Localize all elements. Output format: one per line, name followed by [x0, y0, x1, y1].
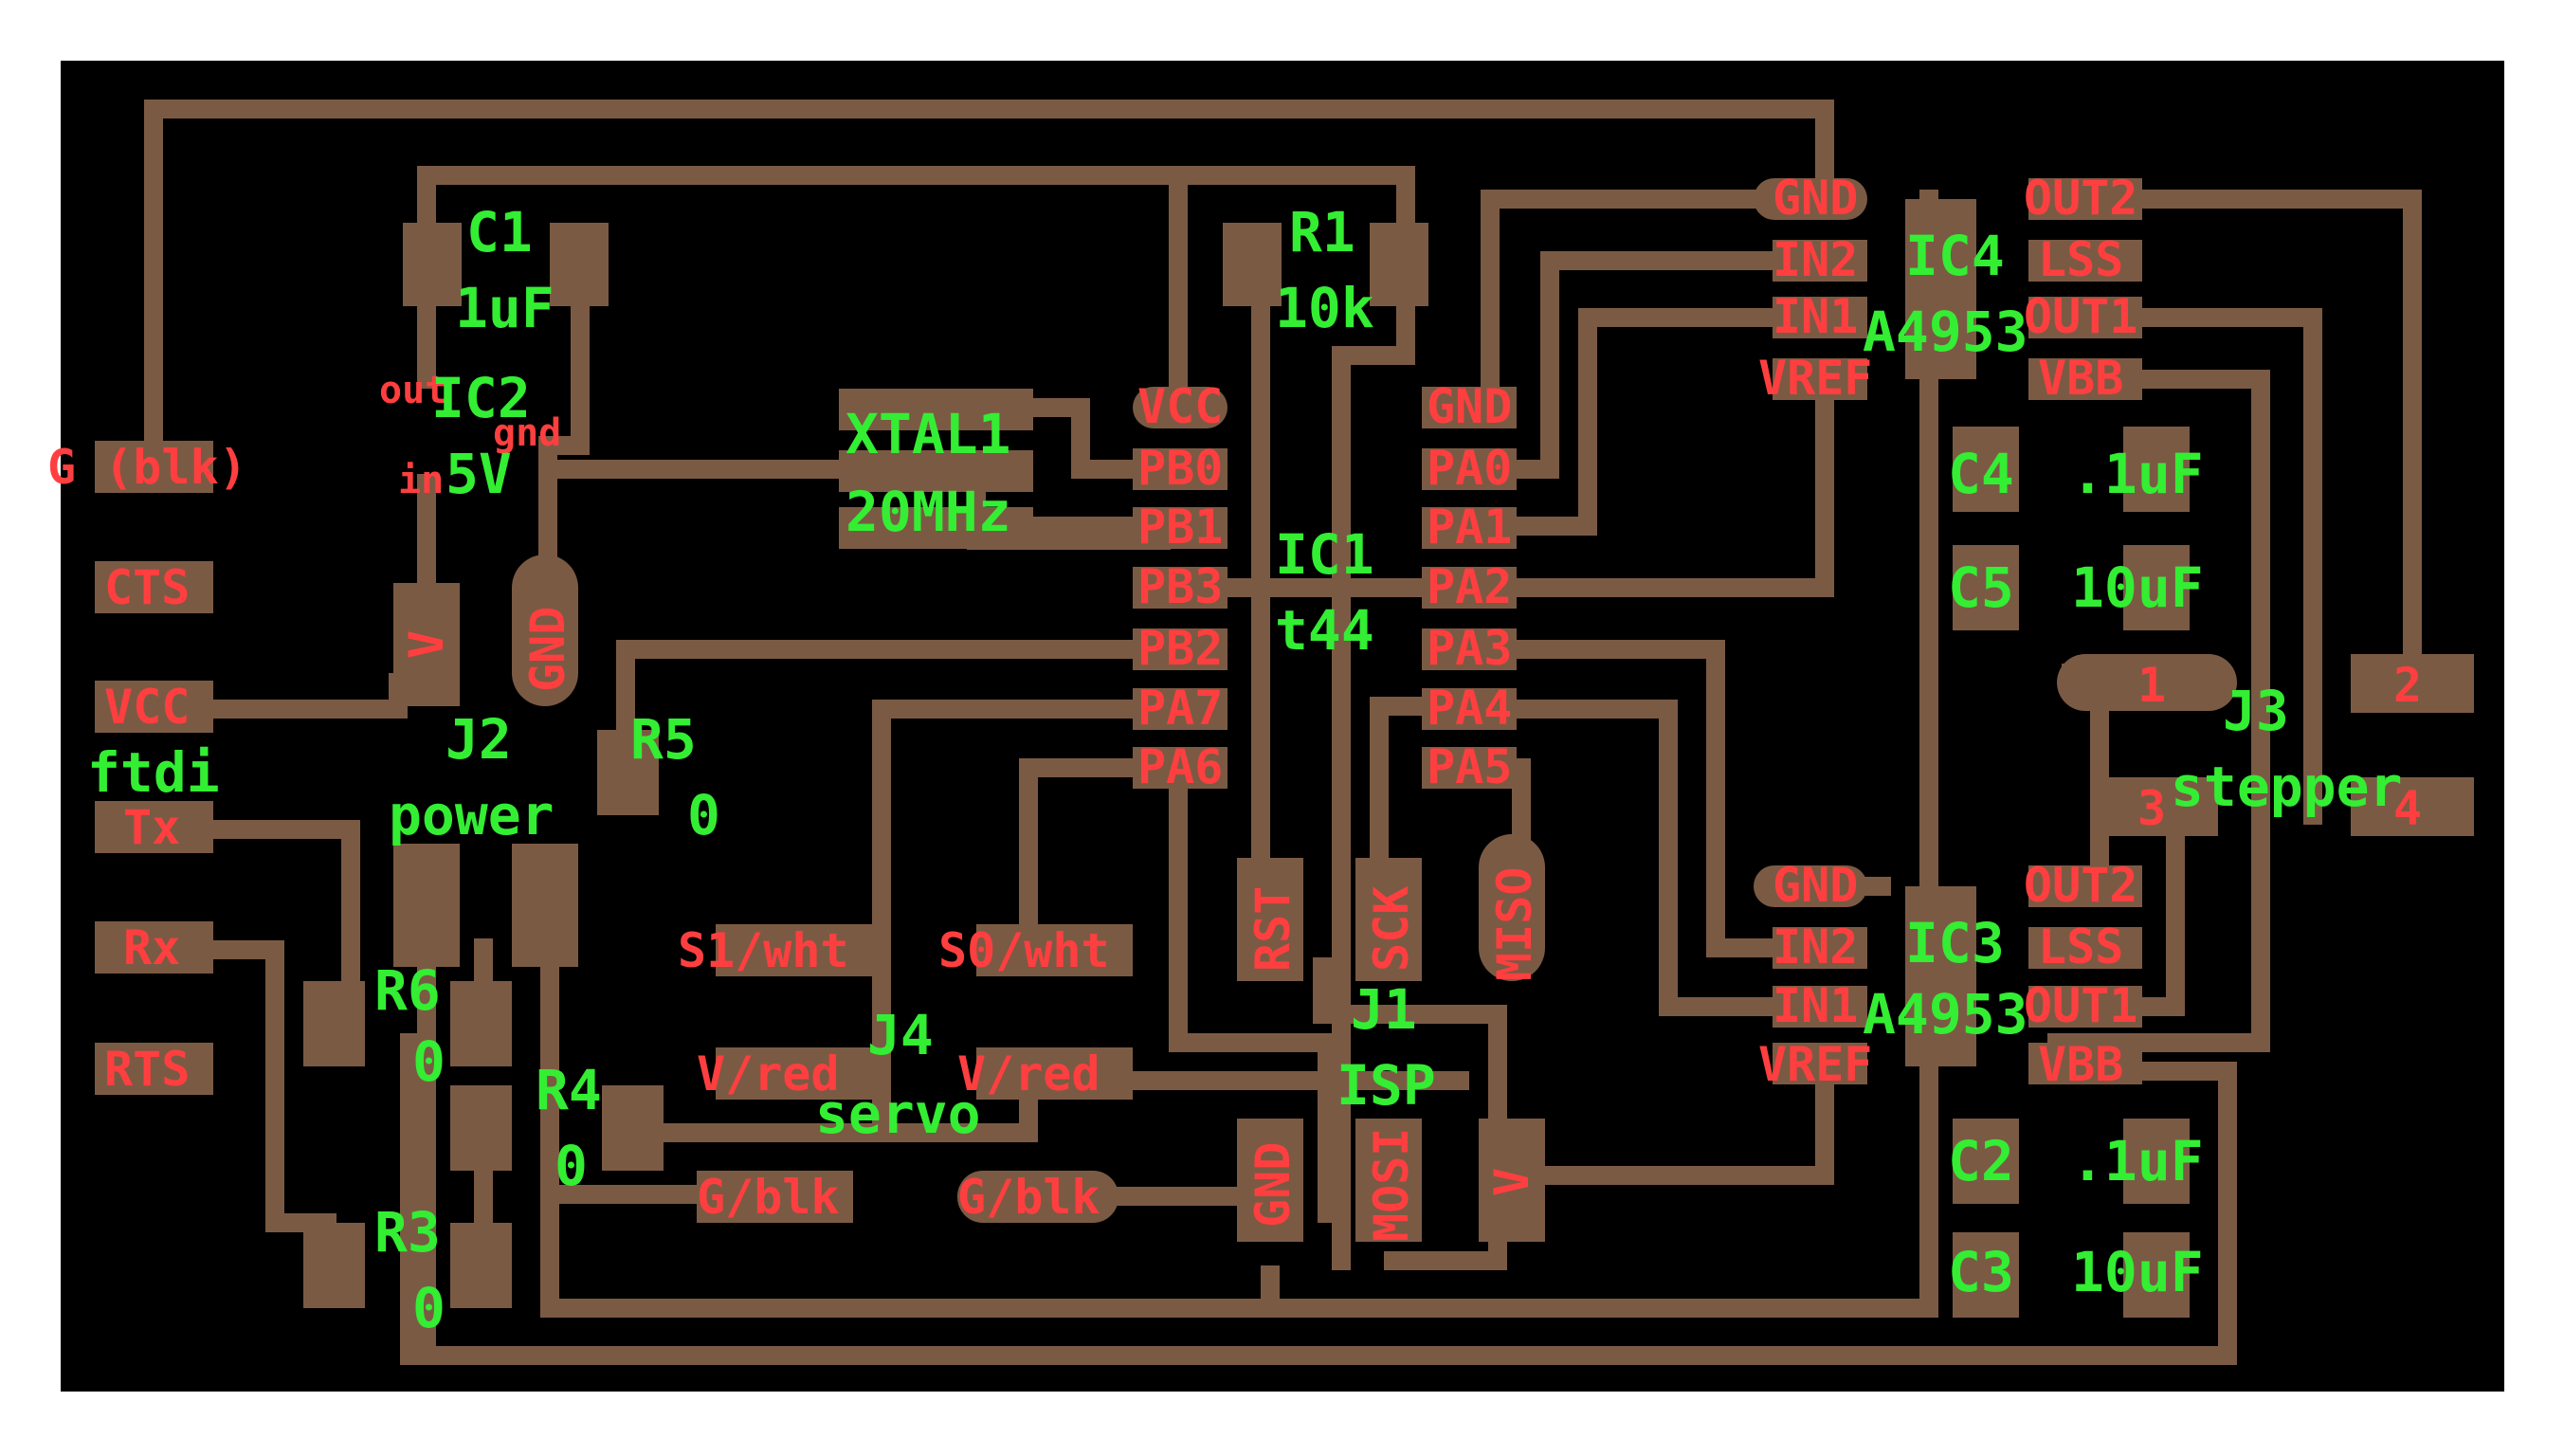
- j2-ref: J2: [446, 707, 512, 772]
- ic1-ref: IC1: [1275, 522, 1374, 587]
- copper-traces: [144, 100, 2422, 1365]
- j1-pin-gnd: GND: [1246, 1142, 1300, 1228]
- ic1-pin-vcc: VCC: [1137, 379, 1223, 434]
- ftdi-label: ftdi: [87, 740, 220, 805]
- j4-value: servo: [815, 1082, 981, 1146]
- r5-value: 0: [687, 783, 720, 847]
- ic2-pin-out: out: [379, 369, 447, 412]
- ic1-pin-pa0: PA0: [1427, 441, 1512, 496]
- ic1-pin-pb0: PB0: [1137, 441, 1223, 496]
- j1-pin-v: V: [1484, 1168, 1539, 1196]
- ic3-pin-in1: IN1: [1773, 978, 1858, 1033]
- j2-pin-gnd: GND: [520, 607, 575, 692]
- r6-value: 0: [412, 1029, 446, 1094]
- j4-pin-s1: S1/wht: [678, 923, 849, 978]
- j4-pin-g-blk-1: G/blk: [697, 1170, 840, 1225]
- j1-pin-sck: SCK: [1364, 886, 1419, 972]
- xtal1-value: 20MHz: [846, 480, 1011, 544]
- ic1-pin-pb3: PB3: [1137, 559, 1223, 614]
- c2-ref: C2: [1948, 1129, 2014, 1193]
- j3-value: stepper: [2171, 755, 2402, 819]
- ftdi-pin-tx: Tx: [123, 800, 180, 855]
- j4-ref: J4: [867, 1003, 934, 1067]
- ic4-pin-in2: IN2: [1773, 232, 1858, 287]
- ic4-pin-lss: LSS: [2038, 232, 2123, 287]
- ic2-value: 5V: [446, 442, 512, 506]
- j3-pin-2: 2: [2393, 658, 2422, 713]
- ic4-pin-out2: OUT2: [2024, 171, 2137, 226]
- ic1-pin-pa5: PA5: [1427, 739, 1512, 794]
- j1-pin-mosi: MOSI: [1364, 1128, 1419, 1242]
- r3-value: 0: [412, 1276, 446, 1340]
- j4-pin-v-red-1: V/red: [697, 1046, 840, 1101]
- c1-value: 1uF: [455, 276, 555, 340]
- ic4-pin-vbb: VBB: [2038, 351, 2123, 406]
- c3-ref: C3: [1948, 1240, 2014, 1304]
- ic3-pin-gnd: GND: [1773, 858, 1858, 913]
- j3-ref: J3: [2223, 679, 2289, 743]
- ic1-value: t44: [1275, 598, 1374, 663]
- c3-value: 10uF: [2071, 1240, 2204, 1304]
- j4-pin-v-red-2: V/red: [957, 1046, 1100, 1101]
- ic3-pin-vbb: VBB: [2038, 1037, 2123, 1092]
- ftdi-pin-rts: RTS: [104, 1042, 190, 1097]
- ic4-pin-vref: VREF: [1758, 351, 1872, 406]
- ic2-ref: IC2: [431, 366, 531, 430]
- ic2-pin-gnd: gnd: [493, 411, 561, 455]
- ic3-value: A4953: [1863, 982, 2028, 1046]
- ic3-pin-lss: LSS: [2038, 919, 2123, 974]
- ftdi-pin-g: G (blk): [47, 440, 247, 495]
- ic4-ref: IC4: [1905, 224, 2005, 288]
- j4-pin-g-blk-2: G/blk: [957, 1170, 1100, 1225]
- r5-ref: R5: [630, 707, 697, 772]
- r3-ref: R3: [374, 1200, 441, 1265]
- ftdi-pin-rx: Rx: [123, 920, 180, 975]
- r1-value: 10k: [1275, 276, 1374, 340]
- ic3-pin-out2: OUT2: [2024, 858, 2137, 913]
- j2-pin-v: V: [399, 630, 454, 659]
- ic1-pin-pb2: PB2: [1137, 621, 1223, 676]
- j3-pin-1: 1: [2137, 658, 2166, 713]
- ic1-pin-pb1: PB1: [1137, 500, 1223, 555]
- j3-pin-4: 4: [2393, 781, 2422, 836]
- ic1-pin-pa4: PA4: [1427, 681, 1512, 736]
- j1-value: ISP: [1337, 1053, 1436, 1118]
- c4-value: .1uF: [2071, 442, 2204, 506]
- j1-ref: J1: [1351, 977, 1417, 1042]
- ic1-pin-pa2: PA2: [1427, 559, 1512, 614]
- ic1-pin-pa7: PA7: [1137, 681, 1223, 736]
- r4-ref: R4: [536, 1058, 602, 1122]
- ic4-pin-out1: OUT1: [2024, 289, 2137, 344]
- copper-pads: [95, 178, 2474, 1318]
- r4-value: 0: [555, 1134, 588, 1198]
- ic3-ref: IC3: [1905, 911, 2005, 975]
- ftdi-pin-vcc: VCC: [104, 680, 190, 735]
- r1-ref: R1: [1289, 200, 1355, 264]
- ic1-pin-gnd: GND: [1427, 379, 1512, 434]
- c5-ref: C5: [1948, 555, 2014, 620]
- ic1-pin-pa3: PA3: [1427, 621, 1512, 676]
- j1-pin-miso: MISO: [1487, 867, 1542, 981]
- ic2-pin-in: in: [398, 459, 444, 502]
- j3-pin-3: 3: [2137, 781, 2166, 836]
- ic1-pin-pa1: PA1: [1427, 500, 1512, 555]
- j2-value: power: [389, 783, 555, 847]
- ftdi-pin-cts: CTS: [104, 560, 190, 615]
- ic4-value: A4953: [1863, 300, 2028, 364]
- ic1-pin-pa6: PA6: [1137, 739, 1223, 794]
- j1-pin-rst: RST: [1246, 886, 1300, 972]
- c2-value: .1uF: [2071, 1129, 2204, 1193]
- ic3-pin-vref: VREF: [1758, 1037, 1872, 1092]
- j4-pin-s0: S0/wht: [938, 923, 1110, 978]
- ic3-pin-out1: OUT1: [2024, 978, 2137, 1033]
- c4-ref: C4: [1948, 442, 2014, 506]
- xtal1-ref: XTAL1: [846, 402, 1011, 466]
- ic4-pin-in1: IN1: [1773, 289, 1858, 344]
- r6-ref: R6: [374, 958, 441, 1023]
- c1-ref: C1: [466, 200, 533, 264]
- ic4-pin-gnd: GND: [1773, 171, 1858, 226]
- c5-value: 10uF: [2071, 555, 2204, 620]
- ic3-pin-in2: IN2: [1773, 919, 1858, 974]
